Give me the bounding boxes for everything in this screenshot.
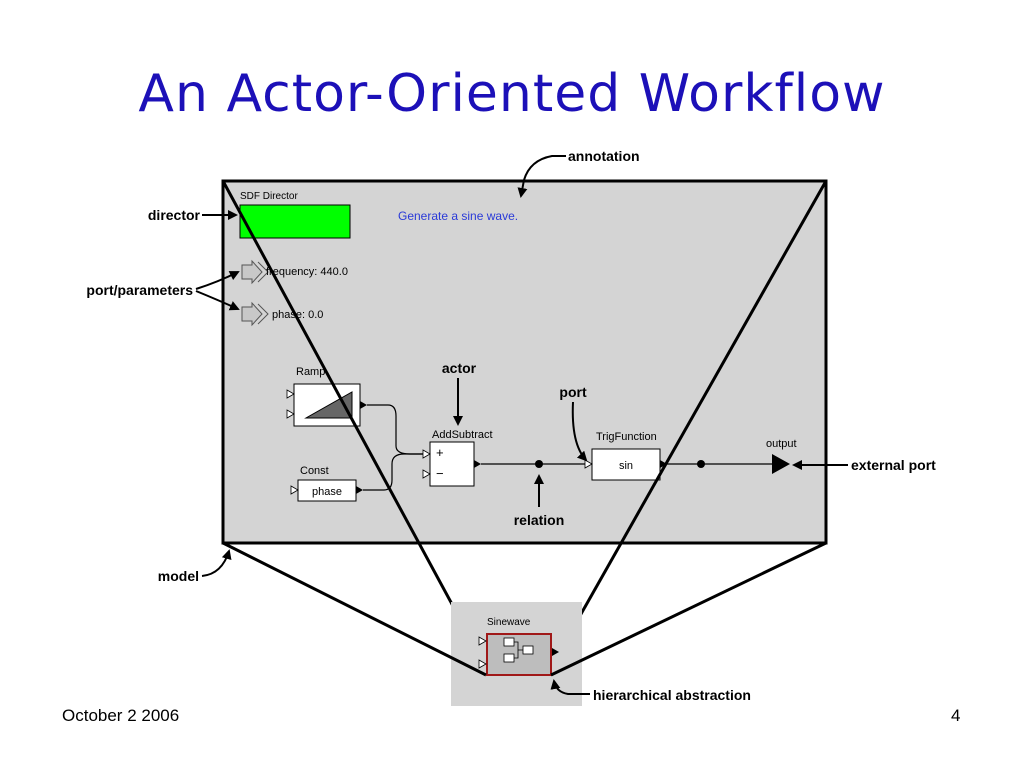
add-subtract-label: AddSubtract: [432, 429, 493, 441]
sinewave-composite-actor[interactable]: [478, 633, 559, 676]
input-port-icon: [478, 659, 487, 669]
input-port-icon: [478, 636, 487, 646]
parameter-phase-label: phase: 0.0: [272, 309, 323, 321]
parameter-icon: [241, 259, 263, 285]
composite-icon: [503, 637, 534, 663]
callout-relation: relation: [514, 512, 565, 528]
const-actor[interactable]: phase: [290, 479, 363, 502]
add-subtract-actor[interactable]: + −: [422, 441, 481, 487]
ramp-actor[interactable]: [286, 383, 367, 427]
sdf-director[interactable]: [239, 204, 351, 239]
output-port-icon: [552, 648, 559, 656]
composite-label: Sinewave: [487, 617, 531, 628]
plus-symbol: +: [436, 445, 444, 460]
callout-model: model: [158, 568, 199, 584]
parameter-frequency[interactable]: frequency: 440.0: [241, 259, 348, 285]
output-port-label: output: [766, 438, 797, 450]
input-port-icon: [286, 389, 295, 399]
ramp-label: Ramp: [296, 366, 325, 378]
trig-function-value: sin: [619, 460, 633, 472]
input-port-icon: [286, 409, 295, 419]
callout-hierarchical-abstraction: hierarchical abstraction: [593, 687, 751, 703]
input-port-icon: [584, 459, 593, 469]
minus-symbol: −: [436, 466, 444, 481]
zoom-line: [549, 180, 828, 668]
relation-node[interactable]: [697, 460, 705, 468]
output-port-icon: [356, 486, 363, 494]
parameter-frequency-label: frequency: 440.0: [266, 266, 348, 278]
output-port-icon: [660, 460, 667, 468]
trig-function-actor[interactable]: sin: [584, 448, 667, 481]
hierarchical-abstraction-callout-arrow: [550, 679, 590, 695]
zoom-line: [222, 541, 487, 677]
zoom-line: [221, 180, 488, 668]
const-to-add-connection: [363, 453, 423, 491]
port-callout-arrow: [571, 401, 588, 462]
const-label: Const: [300, 465, 329, 477]
model-callout-arrow: [201, 549, 232, 577]
page-number: 4: [951, 706, 961, 725]
annotation-text: Generate a sine wave.: [398, 209, 518, 223]
input-port-icon: [422, 449, 431, 459]
footer-date: October 2 2006: [62, 706, 180, 725]
director-label: SDF Director: [240, 191, 298, 202]
parameter-icon: [241, 301, 263, 327]
parameter-chevron-icon: [257, 261, 269, 283]
callout-port: port: [559, 384, 587, 400]
input-port-icon: [290, 485, 299, 495]
parameter-chevron-icon: [257, 303, 269, 325]
annotation-callout-arrow: [517, 155, 566, 198]
relation-node[interactable]: [535, 460, 543, 468]
parameter-phase[interactable]: phase: 0.0: [241, 301, 323, 327]
callout-external-port: external port: [851, 457, 936, 473]
parameters-callout-arrow: [195, 271, 240, 290]
parameters-callout-arrow: [195, 290, 240, 311]
callout-port-parameters: port/parameters: [86, 282, 193, 298]
slide-title: An Actor-Oriented Workflow: [138, 64, 886, 124]
callout-director: director: [148, 207, 201, 223]
trig-function-label: TrigFunction: [596, 431, 657, 443]
input-port-icon: [422, 469, 431, 479]
output-port-icon: [360, 401, 367, 409]
output-port-icon: [474, 460, 481, 468]
callout-annotation: annotation: [568, 148, 640, 164]
const-value: phase: [312, 486, 342, 498]
callout-actor: actor: [442, 360, 477, 376]
external-port-icon[interactable]: [772, 454, 790, 474]
zoom-line: [550, 541, 827, 677]
